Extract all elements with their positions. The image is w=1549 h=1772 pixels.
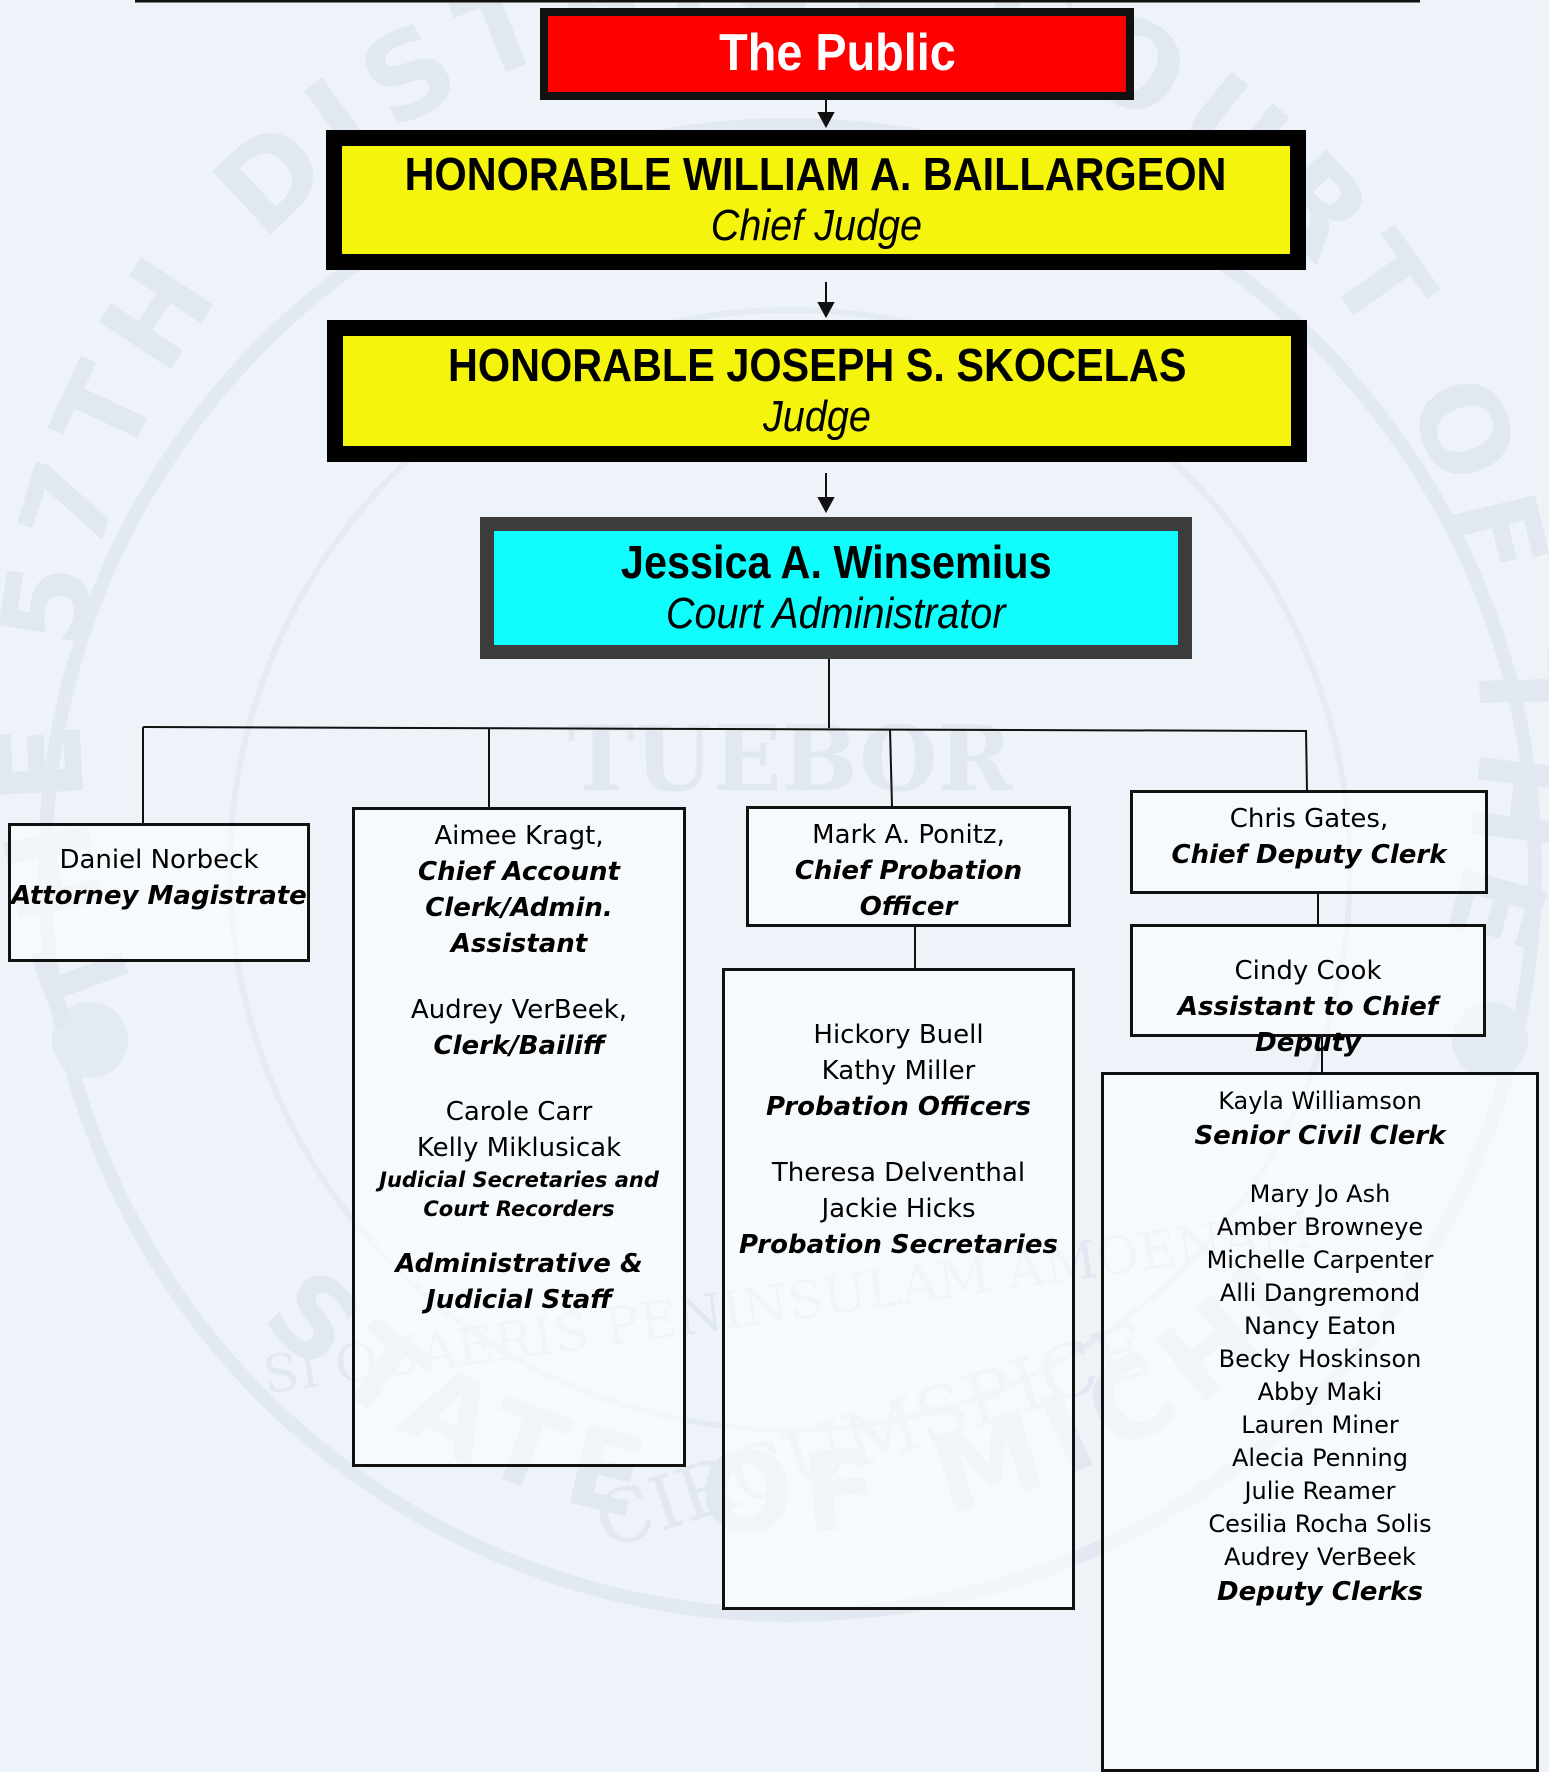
public-label: The Public <box>718 24 956 83</box>
chief-judge-name: HONORABLE WILLIAM A. BAILLARGEON <box>405 148 1227 201</box>
magistrate-name: Daniel Norbeck <box>59 845 259 875</box>
deputy-clerk-name: Audrey VerBeek <box>1224 1543 1416 1571</box>
magistrate-box: Daniel Norbeck Attorney Magistrate <box>8 823 310 962</box>
deputy-clerk-name: Alecia Penning <box>1232 1444 1408 1472</box>
judge-box: HONORABLE JOSEPH S. SKOCELAS Judge <box>327 320 1307 462</box>
probation-staff-box: Hickory Buell Kathy Miller Probation Off… <box>722 968 1075 1610</box>
probation-secretaries-title: Probation Secretaries <box>739 1230 1058 1260</box>
admin-staff-box: Aimee Kragt, Chief Account Clerk/Admin. … <box>352 807 686 1467</box>
probation-head-title: Chief Probation Officer <box>794 856 1023 922</box>
probation-officers-title: Probation Officers <box>766 1092 1031 1122</box>
court-administrator-title: Court Administrator <box>666 589 1006 639</box>
magistrate-title: Attorney Magistrate <box>11 881 307 911</box>
deputy-clerk-name: Nancy Eaton <box>1243 1312 1397 1340</box>
probation-head-name: Mark A. Ponitz, <box>812 820 1005 850</box>
public-box: The Public <box>540 8 1134 100</box>
bailiff-name: Audrey VerBeek, <box>410 995 628 1025</box>
chief-judge-title: Chief Judge <box>710 201 922 251</box>
deputy-clerk-name: Michelle Carpenter <box>1206 1246 1434 1274</box>
senior-clerk-title: Senior Civil Clerk <box>1194 1121 1446 1151</box>
probation-officer-name: Hickory Buell <box>813 1020 984 1050</box>
probation-officer-name: Kathy Miller <box>821 1056 976 1086</box>
deputy-clerk-name: Abby Maki <box>1257 1378 1383 1406</box>
court-administrator-name: Jessica A. Winsemius <box>620 536 1052 589</box>
probation-secretary-name: Theresa Delventhal <box>771 1158 1026 1188</box>
judicial-secretaries-title-line-2: Court Recorders <box>423 1197 615 1221</box>
deputy-clerk-name: Amber Browneye <box>1216 1213 1424 1241</box>
branch-horizontal <box>142 726 1308 732</box>
chief-deputy-title: Chief Deputy Clerk <box>1171 840 1447 870</box>
senior-clerk-name: Kayla Williamson <box>1218 1087 1422 1115</box>
judicial-secretary-name: Kelly Miklusicak <box>416 1133 622 1163</box>
chief-account-name: Aimee Kragt, <box>434 821 604 851</box>
assistant-deputy-title: Assistant to Chief Deputy <box>1177 992 1439 1058</box>
bailiff-title: Clerk/Bailiff <box>433 1031 605 1061</box>
chief-account-title-line-2: Clerk/Admin. Assistant <box>425 893 613 959</box>
chief-account-title-line-1: Chief Account <box>418 857 620 887</box>
admin-group-title-line-1: Administrative & <box>395 1249 643 1279</box>
clerks-box: Kayla Williamson Senior Civil Clerk Mary… <box>1101 1072 1539 1772</box>
branch-probation <box>889 728 893 807</box>
judge-title: Judge <box>763 392 871 442</box>
assistant-deputy-name: Cindy Cook <box>1234 956 1382 986</box>
chief-deputy-name: Chris Gates, <box>1229 804 1389 834</box>
deputy-clerks-title: Deputy Clerks <box>1217 1577 1423 1607</box>
probation-secretary-name: Jackie Hicks <box>821 1194 976 1224</box>
deputy-clerk-name: Lauren Miner <box>1241 1411 1399 1439</box>
deputy-clerk-name: Mary Jo Ash <box>1249 1180 1391 1208</box>
deputy-clerk-name: Julie Reamer <box>1244 1477 1396 1505</box>
branch-deputy <box>1305 729 1308 791</box>
judicial-secretaries-title-line-1: Judicial Secretaries and <box>379 1168 659 1192</box>
assistant-deputy-box: Cindy Cook Assistant to Chief Deputy <box>1130 924 1486 1058</box>
judge-name: HONORABLE JOSEPH S. SKOCELAS <box>447 339 1187 392</box>
probation-head-box: Mark A. Ponitz, Chief Probation Officer <box>746 806 1071 927</box>
chief-judge-box: HONORABLE WILLIAM A. BAILLARGEON Chief J… <box>326 130 1306 270</box>
judicial-secretary-name: Carole Carr <box>445 1097 593 1127</box>
admin-group-title-line-2: Judicial Staff <box>426 1285 612 1315</box>
deputy-clerk-name: Becky Hoskinson <box>1218 1345 1422 1373</box>
court-administrator-box: Jessica A. Winsemius Court Administrator <box>480 517 1192 659</box>
chief-deputy-box: Chris Gates, Chief Deputy Clerk <box>1130 790 1488 894</box>
deputy-clerk-name: Cesilia Rocha Solis <box>1208 1510 1432 1538</box>
deputy-clerk-name: Alli Dangremond <box>1219 1279 1421 1307</box>
